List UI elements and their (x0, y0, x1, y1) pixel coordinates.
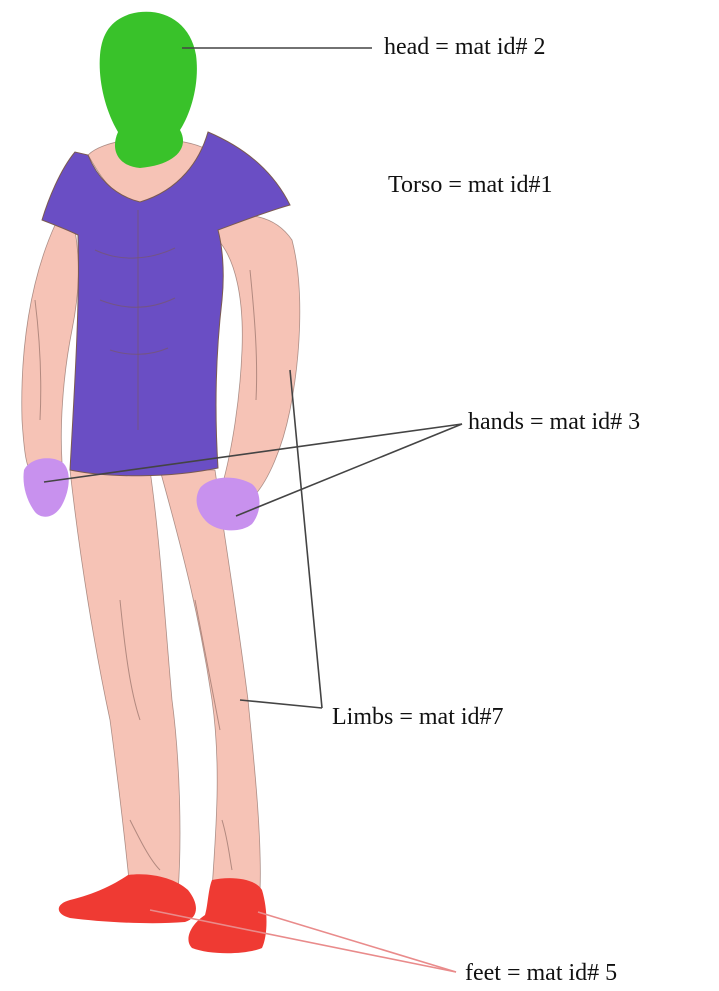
limbs-leader-line-arm (290, 370, 322, 708)
limbs-leader-line-leg (240, 700, 322, 708)
hands-label: hands = mat id# 3 (468, 410, 640, 434)
torso-label: Torso = mat id#1 (388, 173, 553, 197)
feet-label: feet = mat id# 5 (465, 961, 617, 985)
feet-leader-line-right (258, 912, 456, 972)
limbs-label: Limbs = mat id#7 (332, 705, 504, 729)
left-hand-region (23, 458, 68, 516)
head-label: head = mat id# 2 (384, 35, 546, 59)
right-foot-region (188, 878, 266, 953)
left-arm (22, 225, 79, 470)
left-leg (70, 470, 180, 892)
